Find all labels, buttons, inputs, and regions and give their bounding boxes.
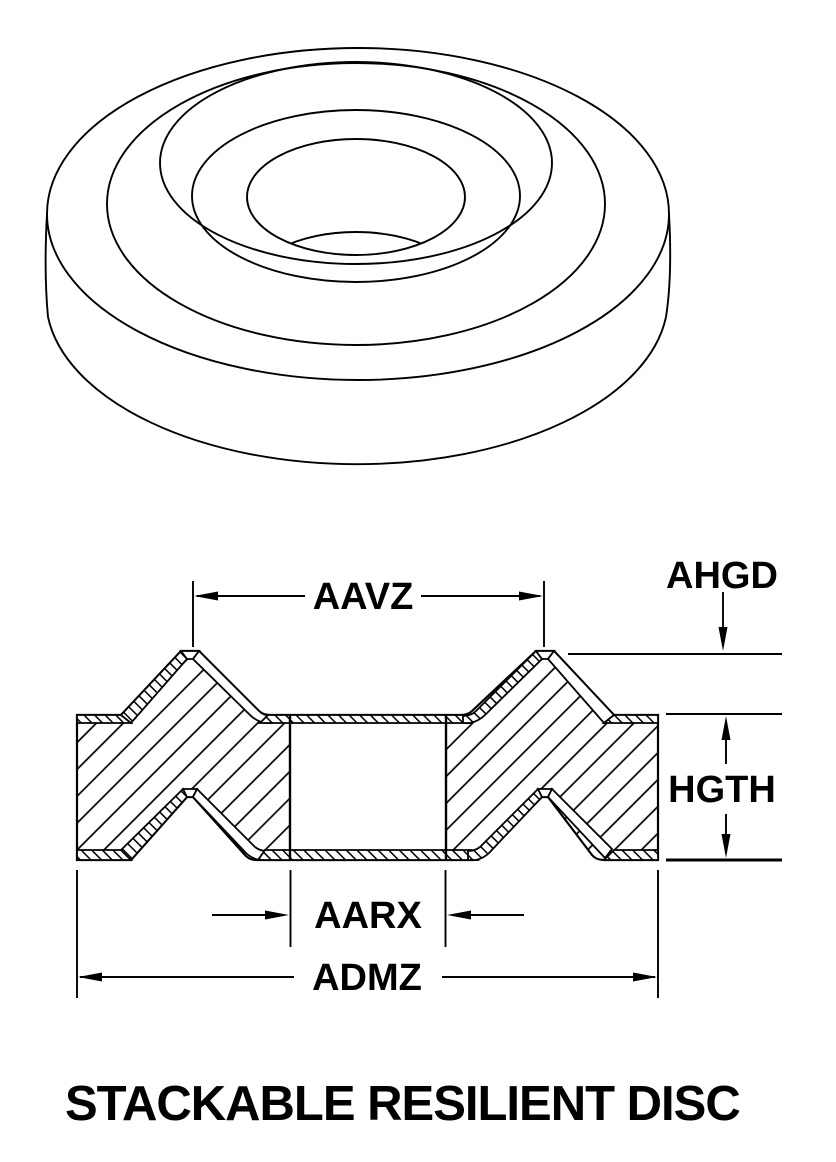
hole-edge-lines: [288, 715, 448, 860]
ridge-inner-base-ellipse: [191, 109, 521, 283]
dimension-ahgd: [568, 592, 782, 715]
skin-right-ridge-ascent: [462, 649, 544, 724]
dimension-admz: [76, 870, 659, 998]
ridge-crest-ellipse: [159, 61, 553, 265]
dimension-aarx: [212, 870, 524, 947]
hole-bottom-arc: [247, 231, 465, 255]
bottom-rim-arc: [47, 316, 667, 466]
disc-perspective-view: [44, 47, 672, 466]
dimensions: [76, 581, 782, 998]
label-aavz: AAVZ: [313, 576, 414, 618]
right-side-silhouette: [665, 213, 672, 318]
label-ahgd: AHGD: [666, 555, 778, 597]
label-aarx: AARX: [314, 895, 422, 937]
dimension-hgth: [666, 716, 782, 862]
left-side-silhouette: [44, 213, 49, 318]
outer-rim-ellipse: [46, 47, 670, 381]
ridge-outer-base-ellipse: [106, 62, 606, 346]
drawing-title: STACKABLE RESILIENT DISC: [65, 1077, 740, 1131]
skin-bottom-right: [601, 849, 659, 861]
center-hole: [290, 723, 446, 850]
label-hgth: HGTH: [668, 769, 776, 811]
skin-right-groove-left-wall: [467, 787, 544, 861]
skin-top-right: [601, 714, 659, 724]
hole-top-ellipse: [246, 138, 466, 256]
skin-top-center: [257, 714, 473, 724]
skin-strips: [76, 649, 659, 862]
disc-cross-section-view: [75, 649, 660, 862]
label-admz: ADMZ: [312, 957, 422, 999]
dimension-aavz: [192, 581, 545, 647]
